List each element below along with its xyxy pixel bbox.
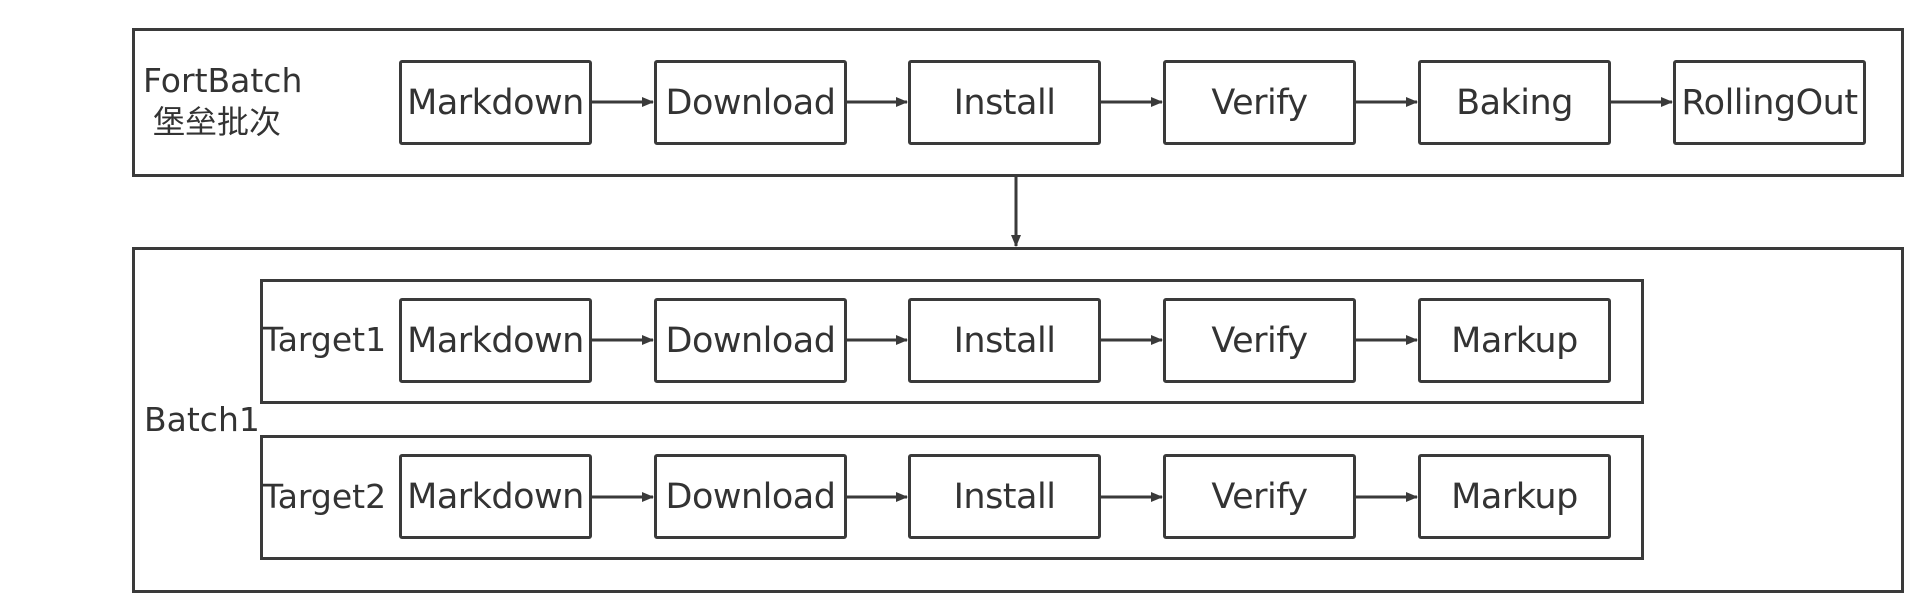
fortbatch-step-baking: Baking xyxy=(1418,60,1611,145)
target1-step-markdown: Markdown xyxy=(399,298,592,383)
fortbatch-step-verify: Verify xyxy=(1163,60,1356,145)
target2-step-markdown: Markdown xyxy=(399,454,592,539)
fortbatch-step-install: Install xyxy=(908,60,1101,145)
target2-step-download: Download xyxy=(654,454,847,539)
fortbatch-step-download: Download xyxy=(654,60,847,145)
target1-step-install: Install xyxy=(908,298,1101,383)
batch-label: Batch1 xyxy=(144,400,260,439)
fortbatch-step-markdown: Markdown xyxy=(399,60,592,145)
fortbatch-title: FortBatch xyxy=(143,61,303,100)
target2-step-install: Install xyxy=(908,454,1101,539)
target2-label: Target2 xyxy=(263,477,387,516)
fortbatch-subtitle: 堡垒批次 xyxy=(153,103,282,141)
target1-step-markup: Markup xyxy=(1418,298,1611,383)
target1-label: Target1 xyxy=(263,320,387,359)
target2-step-markup: Markup xyxy=(1418,454,1611,539)
target1-step-verify: Verify xyxy=(1163,298,1356,383)
target1-step-download: Download xyxy=(654,298,847,383)
fortbatch-step-rollingout: RollingOut xyxy=(1673,60,1866,145)
target2-step-verify: Verify xyxy=(1163,454,1356,539)
